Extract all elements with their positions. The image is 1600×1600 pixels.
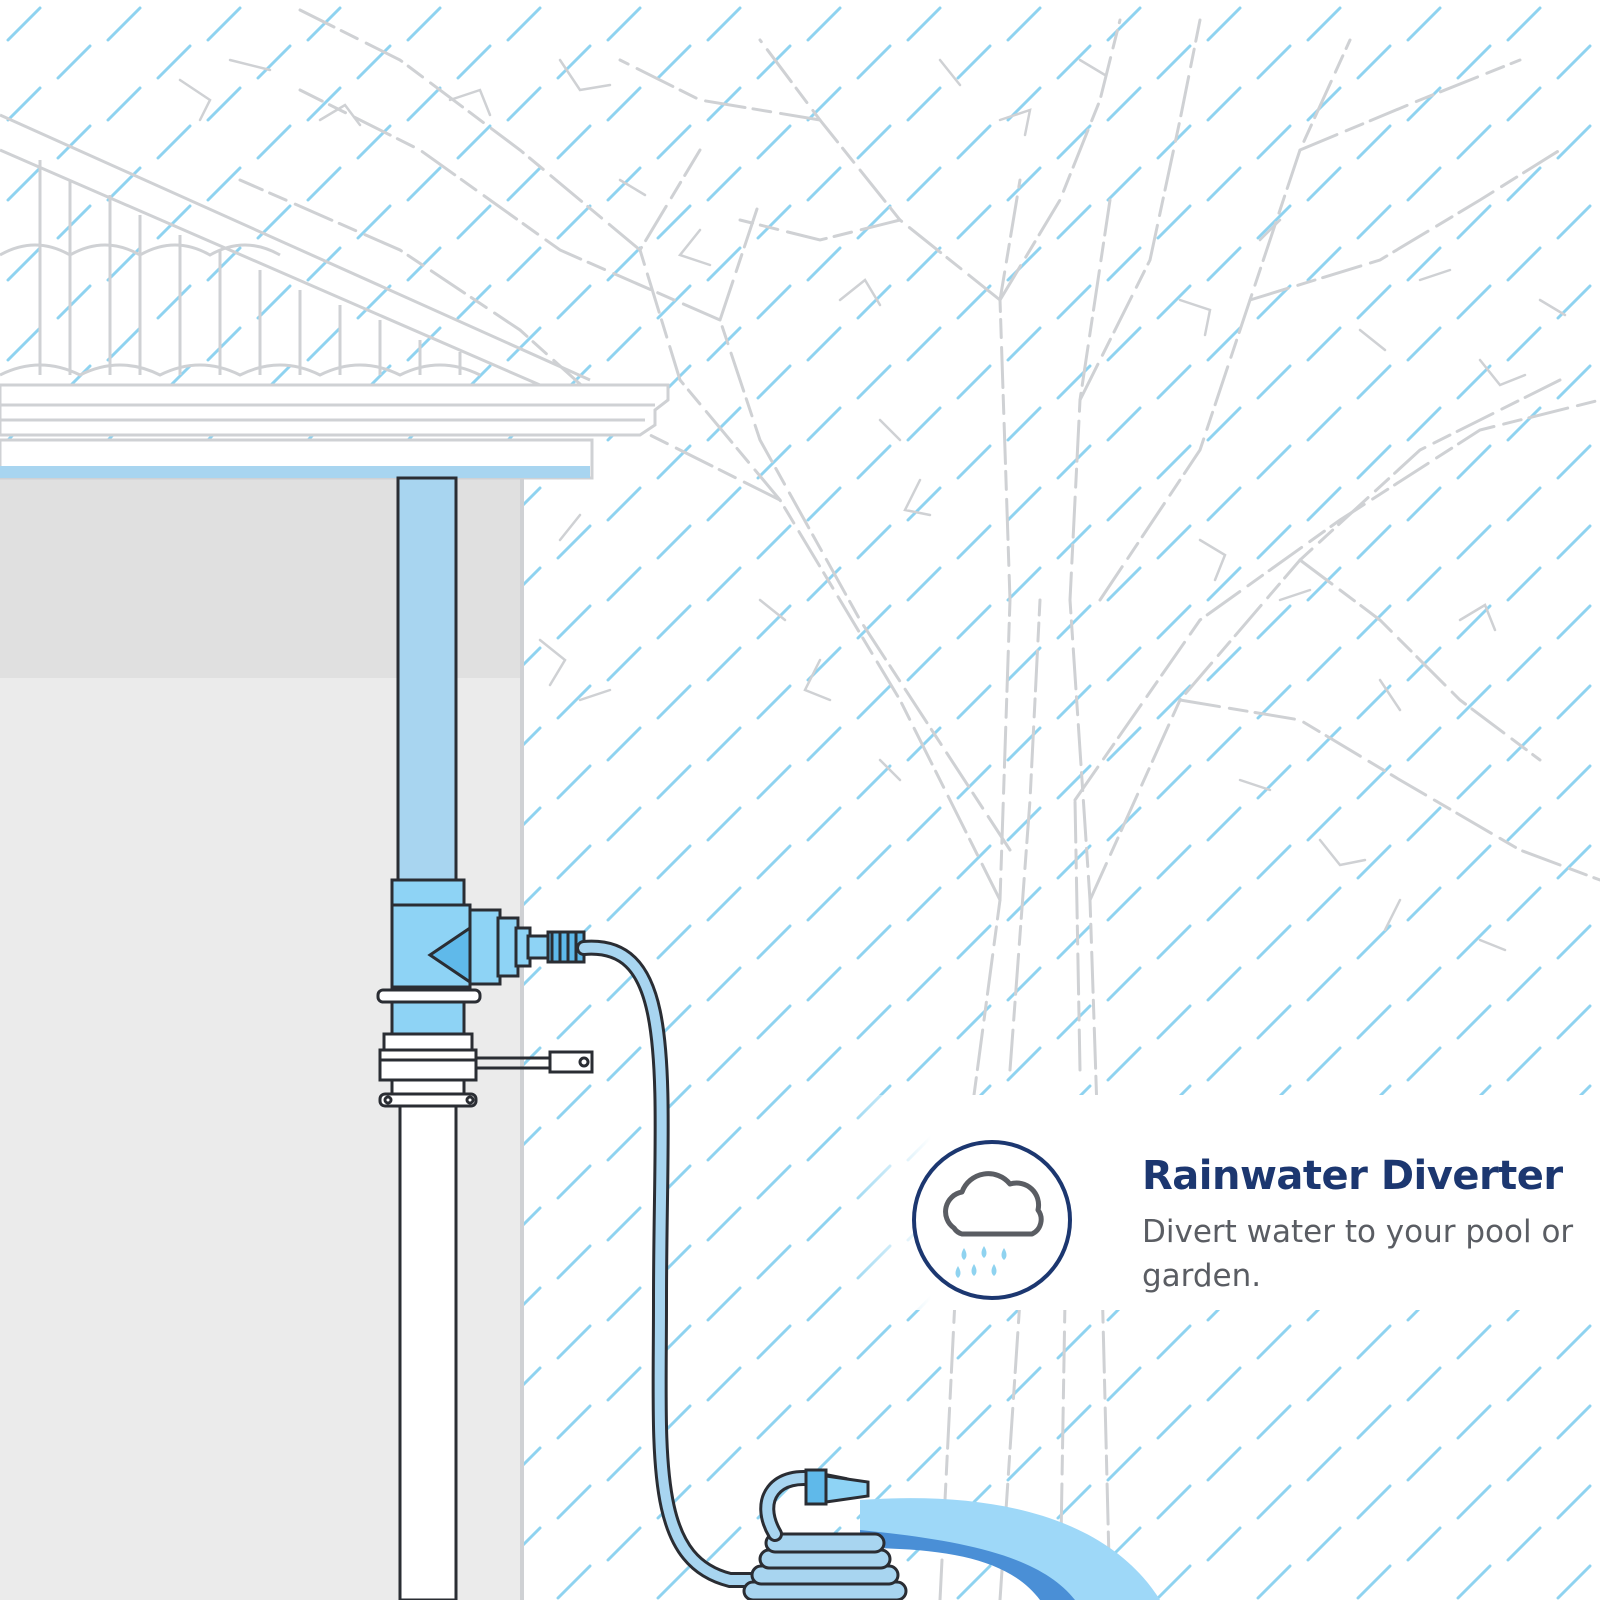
- downpipe-lower: [398, 1098, 458, 1600]
- downpipe-upper: [396, 476, 458, 882]
- roof-tiles: [0, 113, 591, 387]
- twig-sketches: [178, 58, 1567, 952]
- hose-reel: [742, 1468, 908, 1600]
- rain-cloud-icon: [912, 1140, 1072, 1300]
- roof-fascia: [0, 383, 670, 437]
- gutter-water: [0, 466, 590, 478]
- info-title: Rainwater Diverter: [1142, 1153, 1563, 1199]
- info-description: Divert water to your pool or garden.: [1142, 1214, 1574, 1294]
- info-panel: Rainwater Diverter Divert water to your …: [1142, 1152, 1592, 1298]
- diverter-fitting: [376, 878, 594, 1108]
